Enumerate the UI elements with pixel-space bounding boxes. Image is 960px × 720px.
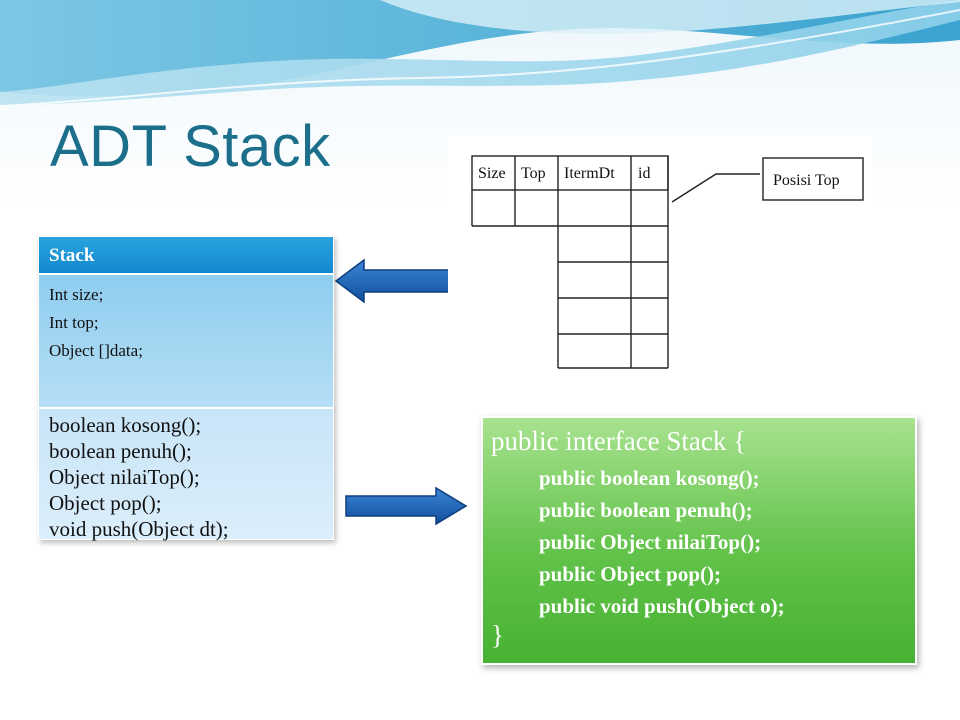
header-wave-decoration [0, 0, 960, 107]
code-member-line: public Object nilaiTop(); [539, 530, 762, 554]
uml-method: void push(Object dt); [49, 517, 229, 541]
interface-code-box: public interface Stack { public boolean … [481, 416, 917, 665]
uml-attribute: Int size; [49, 285, 104, 304]
uml-methods-section: boolean kosong(); boolean penuh(); Objec… [38, 408, 334, 541]
code-member-line: public void push(Object o); [539, 594, 785, 618]
table-header-itemdt: ItermDt [564, 165, 615, 182]
uml-attribute: Int top; [49, 313, 99, 332]
table-header-id: id [638, 165, 650, 182]
code-open-line: public interface Stack { [491, 426, 747, 456]
uml-method: Object pop(); [49, 491, 162, 515]
uml-method: boolean penuh(); [49, 439, 192, 463]
arrow-left-icon [334, 258, 459, 304]
uml-class-header: Stack [38, 236, 334, 274]
slide-title: ADT Stack [50, 114, 331, 179]
table-header-size: Size [478, 165, 506, 182]
code-member-line: public boolean penuh(); [539, 498, 753, 522]
callout-posisi-top: Posisi Top [773, 172, 840, 189]
code-member-line: public boolean kosong(); [539, 466, 760, 490]
uml-method: boolean kosong(); [49, 413, 202, 437]
stack-table-diagram: Size Top ItermDt id Posisi Top [448, 136, 872, 384]
code-member-line: public Object pop(); [539, 562, 722, 586]
code-close-line: } [491, 620, 504, 650]
table-header-top: Top [521, 165, 546, 182]
uml-attributes-section: Int size; Int top; Object []data; [38, 274, 334, 408]
uml-method: Object nilaiTop(); [49, 465, 200, 489]
arrow-right-icon [345, 486, 468, 526]
uml-attribute: Object []data; [49, 341, 143, 360]
uml-class-name: Stack [49, 245, 95, 266]
uml-class-box: Stack Int size; Int top; Object []data; … [38, 236, 334, 541]
